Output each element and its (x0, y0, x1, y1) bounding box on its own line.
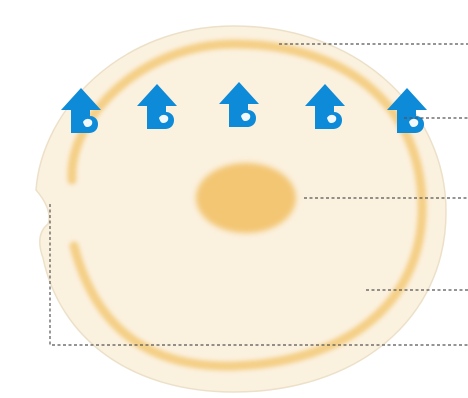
center-spot (196, 163, 296, 233)
leader-line-notch (49, 204, 468, 346)
outer-ring (67, 39, 427, 371)
